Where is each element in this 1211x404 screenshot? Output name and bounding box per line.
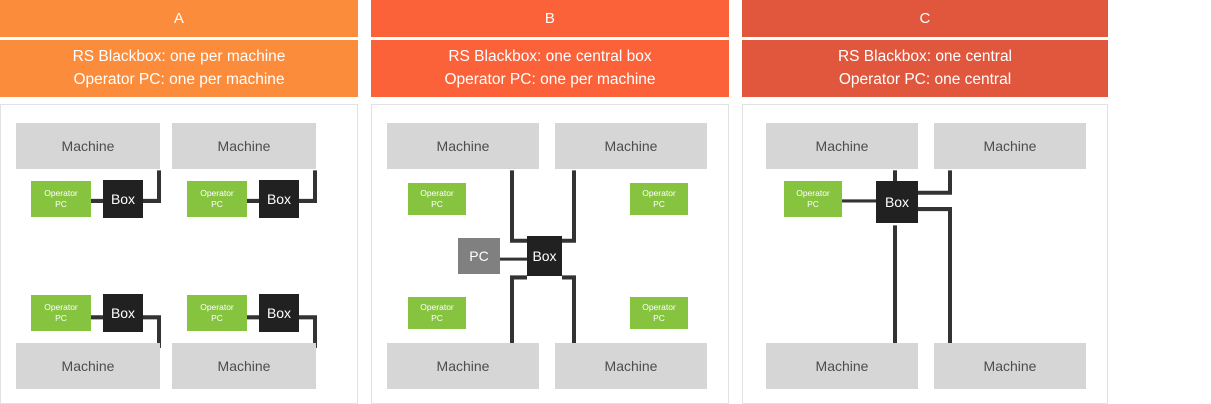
operator-pc-label-line-2: PC <box>653 199 665 209</box>
operator-pc-label-line-2: PC <box>55 199 67 209</box>
operator-pc-box: Operator PC <box>408 297 466 329</box>
operator-pc-label-line-2: PC <box>653 313 665 323</box>
machine-box: Machine <box>555 343 707 389</box>
operator-pc-label-line-1: Operator <box>420 301 454 312</box>
machine-box: Machine <box>555 123 707 169</box>
panel-c-body: Machine Machine Machine Machine Operator… <box>742 104 1108 404</box>
panel-c-subtitle-line-1: RS Blackbox: one central <box>837 48 1013 66</box>
operator-pc-label-line-2: PC <box>431 313 443 323</box>
connector-box-machine-1 <box>143 170 161 203</box>
operator-pc-box: Operator PC <box>187 181 247 217</box>
operator-pc-box: Operator PC <box>187 295 247 331</box>
machine-box: Machine <box>172 343 316 389</box>
blackbox-node: Box <box>527 236 562 276</box>
operator-pc-label-line-1: Operator <box>642 301 676 312</box>
panel-b-subtitle-line-2: Operator PC: one per machine <box>444 70 656 88</box>
machine-box: Machine <box>172 123 316 169</box>
connector-machine-box-tl <box>510 170 527 243</box>
machine-box: Machine <box>16 123 160 169</box>
connector-machine-box-tr <box>918 170 952 195</box>
machine-box: Machine <box>387 343 539 389</box>
operator-pc-label-line-2: PC <box>431 199 443 209</box>
panel-a-body: Machine Machine Machine Machine Operator… <box>0 104 358 404</box>
operator-pc-label-line-1: Operator <box>200 187 234 198</box>
operator-pc-label-line-1: Operator <box>44 301 78 312</box>
operator-pc-label-line-1: Operator <box>44 187 78 198</box>
panel-a-subtitle: RS Blackbox: one per machine Operator PC… <box>0 40 358 97</box>
operator-pc-box: Operator PC <box>31 181 91 217</box>
blackbox-node: Box <box>259 294 299 332</box>
machine-box: Machine <box>387 123 539 169</box>
panel-a-subtitle-line-2: Operator PC: one per machine <box>73 70 285 88</box>
connector-machine-box-br <box>562 275 576 348</box>
connector-box-machine-4 <box>299 315 317 348</box>
operator-pc-label-line-1: Operator <box>642 187 676 198</box>
operator-pc-box: Operator PC <box>31 295 91 331</box>
connector-box-machine-3 <box>143 315 161 348</box>
connector-machine-box-tr <box>562 170 576 243</box>
panel-a-subtitle-line-1: RS Blackbox: one per machine <box>72 48 286 66</box>
operator-pc-label-line-1: Operator <box>796 187 830 198</box>
operator-pc-label-line-2: PC <box>211 199 223 209</box>
panel-c-connectors <box>842 170 952 348</box>
panel-b-connectors <box>500 170 576 348</box>
blackbox-node: Box <box>103 180 143 218</box>
panel-c: C RS Blackbox: one central Operator PC: … <box>742 0 1108 404</box>
operator-pc-label-line-1: Operator <box>200 301 234 312</box>
machine-box: Machine <box>934 123 1086 169</box>
connector-box-machine-2 <box>299 170 317 203</box>
machine-box: Machine <box>766 123 918 169</box>
panel-c-title: C <box>742 0 1108 37</box>
panel-c-subtitle-line-2: Operator PC: one central <box>838 70 1012 88</box>
operator-pc-box: Operator PC <box>408 183 466 215</box>
blackbox-node: Box <box>876 181 918 223</box>
panel-b-subtitle: RS Blackbox: one central box Operator PC… <box>371 40 729 97</box>
operator-pc-box: Operator PC <box>630 183 688 215</box>
panel-b-body: Machine Machine Machine Machine Operator… <box>371 104 729 404</box>
panel-a: A RS Blackbox: one per machine Operator … <box>0 0 358 404</box>
panel-c-subtitle: RS Blackbox: one central Operator PC: on… <box>742 40 1108 97</box>
machine-box: Machine <box>766 343 918 389</box>
connector-machine-box-br <box>918 207 952 348</box>
operator-pc-label-line-2: PC <box>807 199 819 209</box>
operator-pc-label-line-2: PC <box>211 313 223 323</box>
panel-b-subtitle-line-1: RS Blackbox: one central box <box>448 48 652 66</box>
panel-b-title: B <box>371 0 729 37</box>
blackbox-node: Box <box>103 294 143 332</box>
operator-pc-box: Operator PC <box>784 181 842 217</box>
panel-a-title: A <box>0 0 358 37</box>
operator-pc-label-line-2: PC <box>55 313 67 323</box>
blackbox-node: Box <box>259 180 299 218</box>
connector-machine-box-bl <box>510 275 527 348</box>
operator-pc-label-line-1: Operator <box>420 187 454 198</box>
machine-box: Machine <box>934 343 1086 389</box>
machine-box: Machine <box>16 343 160 389</box>
operator-pc-box: Operator PC <box>630 297 688 329</box>
central-pc-node: PC <box>458 238 500 274</box>
panel-b: B RS Blackbox: one central box Operator … <box>371 0 729 404</box>
